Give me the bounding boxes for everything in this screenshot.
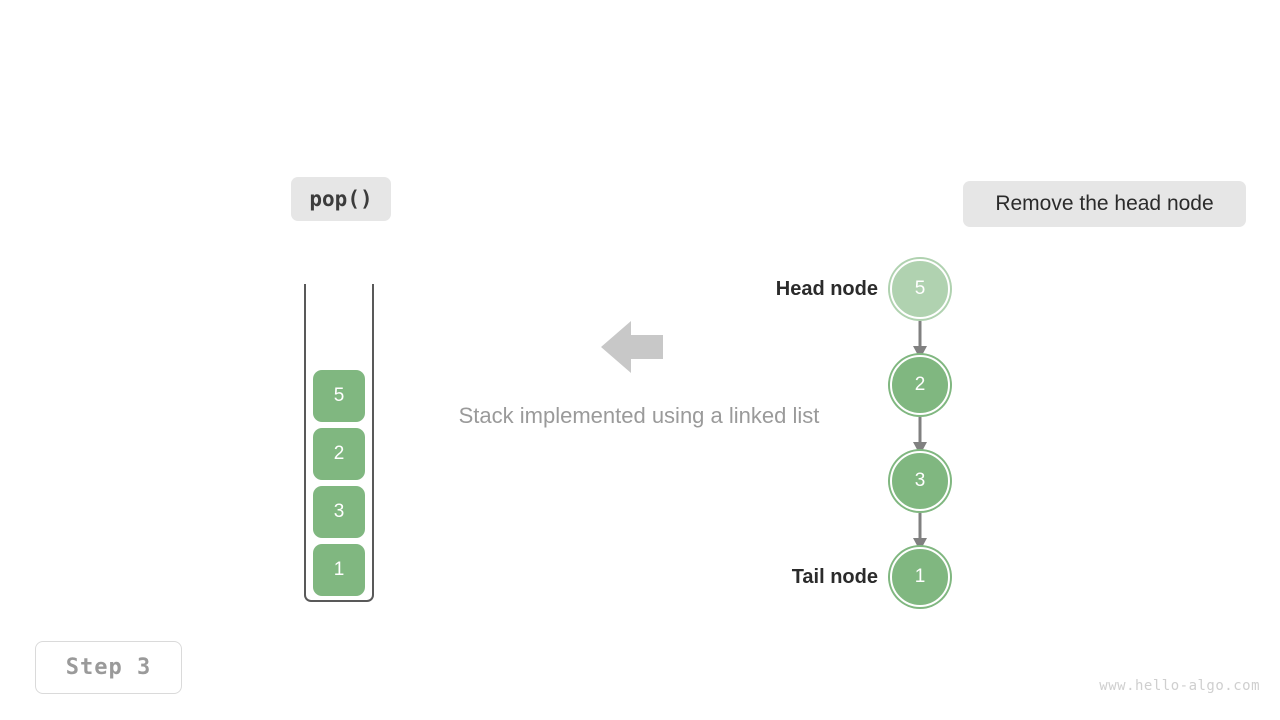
- left-arrow-icon: [601, 318, 663, 376]
- stack-frame: [304, 284, 374, 602]
- stack-cell: 3: [313, 486, 365, 538]
- operation-label: pop(): [291, 177, 391, 221]
- connector-arrow-icon: [890, 513, 950, 553]
- stack-cell: 2: [313, 428, 365, 480]
- description-label: Remove the head node: [963, 181, 1246, 227]
- watermark: www.hello-algo.com: [1099, 678, 1260, 694]
- tail-node-label: Tail node: [791, 566, 878, 588]
- connector-arrow-icon: [890, 321, 950, 361]
- caption: Stack implemented using a linked list: [0, 403, 1280, 429]
- stack-cell: 5: [313, 370, 365, 422]
- linked-list: Head node Tail node 5 2 3: [740, 250, 1020, 620]
- linked-list-node: 1: [890, 547, 950, 607]
- linked-list-node: 5: [890, 259, 950, 319]
- linked-list-node: 2: [890, 355, 950, 415]
- connector-arrow-icon: [890, 417, 950, 457]
- stack-container: 5 2 3 1: [304, 284, 374, 602]
- stack-cell: 1: [313, 544, 365, 596]
- caption-text: Stack implemented using a linked list: [458, 403, 820, 428]
- linked-list-node: 3: [890, 451, 950, 511]
- stack-cell-list: 5 2 3 1: [304, 370, 374, 596]
- head-node-label: Head node: [775, 278, 878, 300]
- step-badge: Step 3: [35, 641, 182, 694]
